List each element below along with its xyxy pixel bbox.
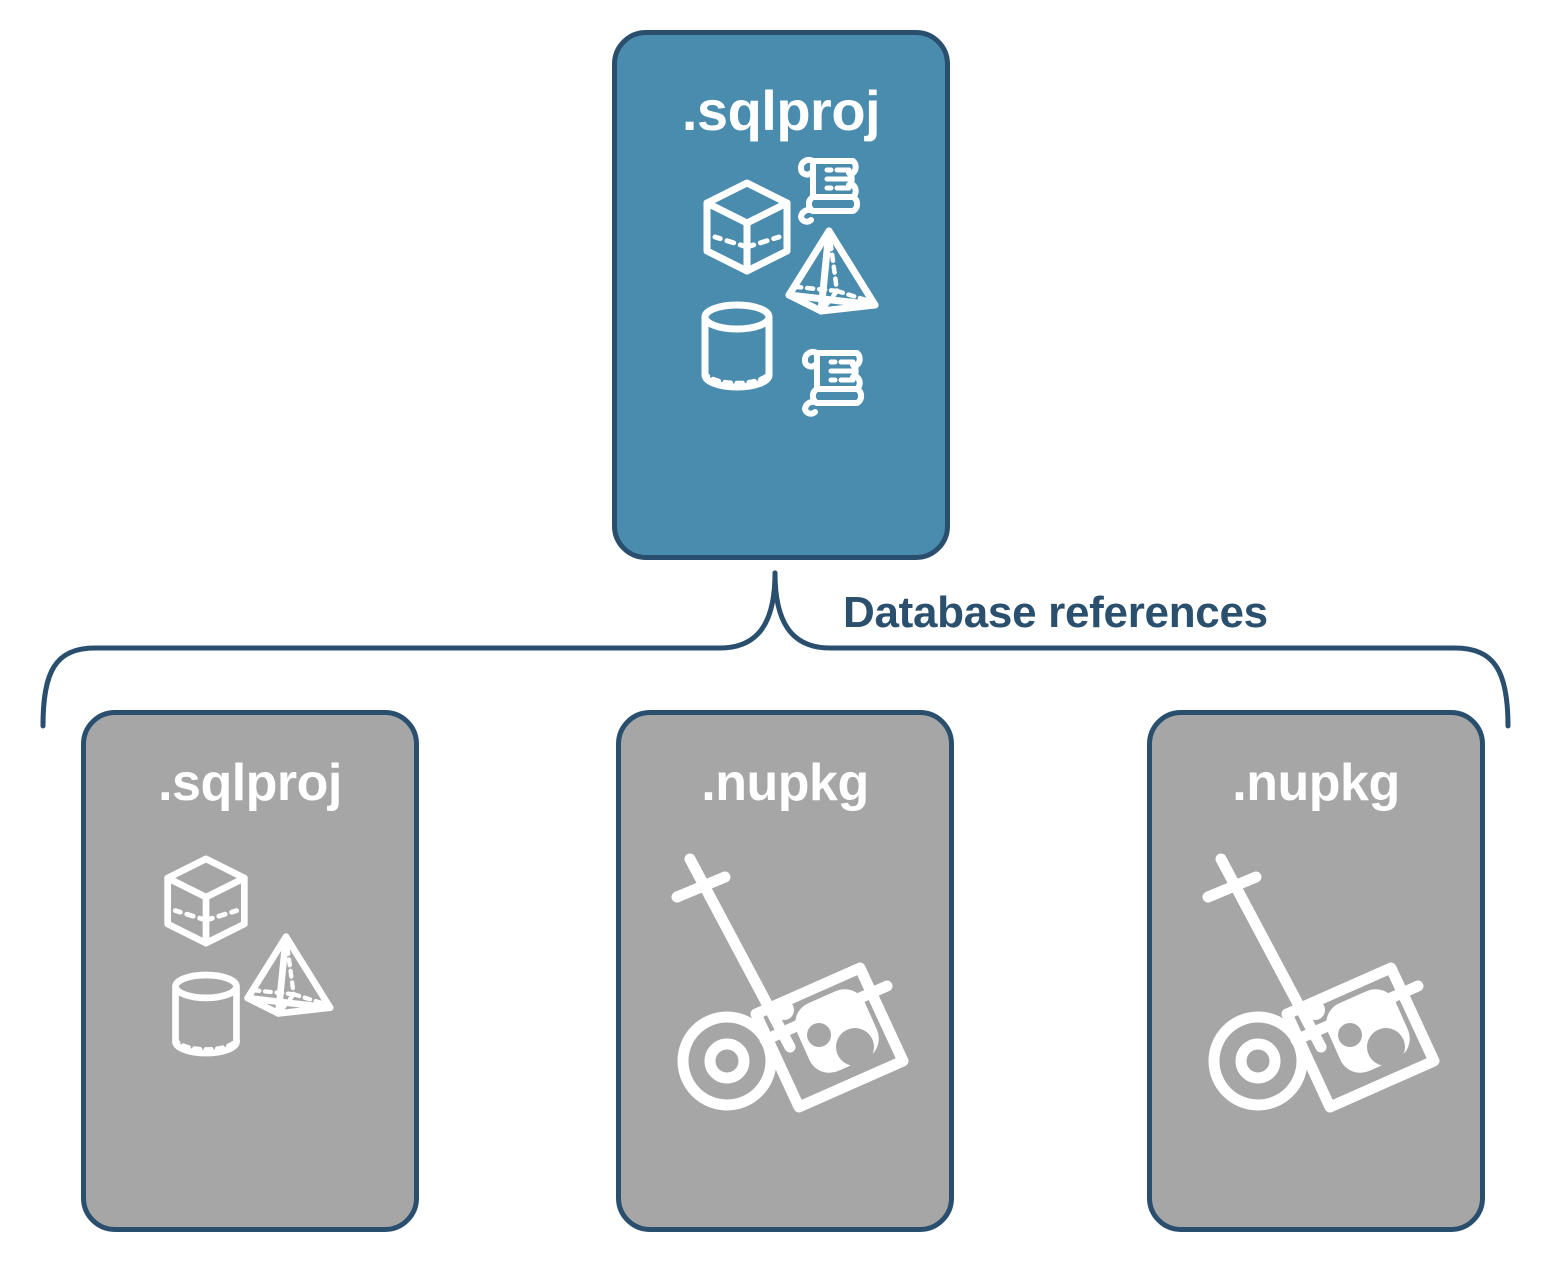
node-nupkg-reference-1[interactable]: .nupkg bbox=[616, 710, 954, 1232]
pyramid-icon bbox=[785, 227, 879, 315]
node-sqlproj-reference[interactable]: .sqlproj bbox=[81, 710, 419, 1232]
node-label-ref-3: .nupkg bbox=[1232, 754, 1400, 812]
node-nupkg-reference-2[interactable]: .nupkg bbox=[1147, 710, 1485, 1232]
pyramid-icon bbox=[244, 933, 334, 1017]
node-label-ref-1: .sqlproj bbox=[158, 754, 342, 812]
scroll-icon bbox=[801, 348, 865, 417]
cylinder-icon bbox=[172, 971, 240, 1057]
cube-icon bbox=[164, 855, 248, 947]
ref-1-icon-group bbox=[86, 809, 414, 1227]
root-icon-group bbox=[617, 147, 945, 447]
hand-truck-package-icon bbox=[1202, 853, 1440, 1113]
node-label-ref-2: .nupkg bbox=[701, 754, 869, 812]
ref-3-icon-group bbox=[1152, 809, 1480, 1227]
scroll-icon bbox=[797, 156, 861, 225]
cube-icon bbox=[703, 179, 791, 275]
node-label-root: .sqlproj bbox=[681, 79, 881, 142]
node-sqlproj-root[interactable]: .sqlproj bbox=[612, 30, 950, 560]
cylinder-icon bbox=[701, 301, 773, 391]
hand-truck-package-icon bbox=[671, 853, 909, 1113]
connector-label: Database references bbox=[843, 588, 1268, 637]
ref-2-icon-group bbox=[621, 809, 949, 1227]
